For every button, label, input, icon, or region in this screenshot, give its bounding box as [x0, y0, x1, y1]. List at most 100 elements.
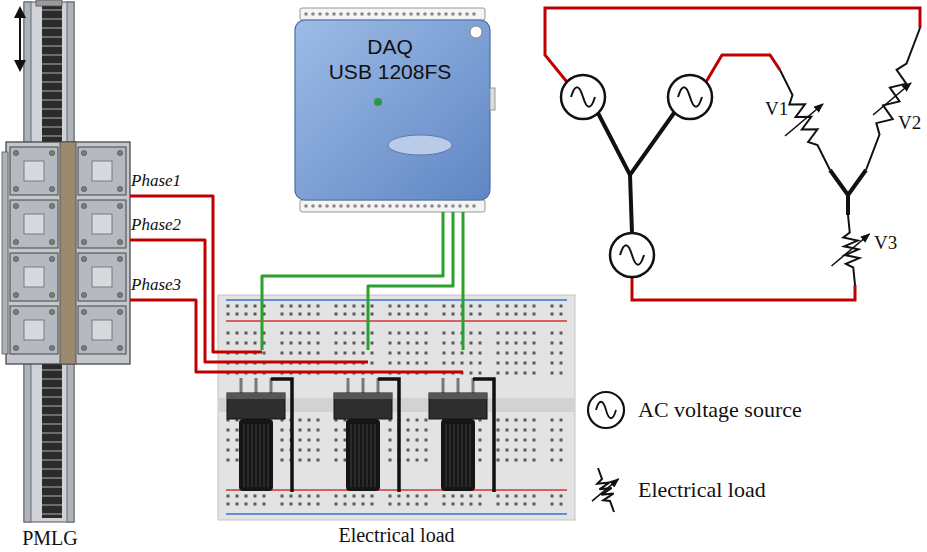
slider-modules: [13, 186, 18, 191]
terminal-pins: [367, 12, 371, 16]
breadboard-holes: [389, 332, 392, 335]
potentiometers: [429, 393, 487, 399]
legend-entry: AC voltage source: [602, 397, 802, 423]
breadboard-holes: [524, 495, 527, 498]
potentiometers: [362, 424, 363, 487]
breadboard-holes: [560, 342, 563, 345]
potentiometers: [374, 424, 375, 487]
breadboard-holes: [317, 332, 320, 335]
slider-modules: [49, 203, 54, 208]
breadboard-holes: [461, 503, 464, 506]
terminal-pins: [409, 204, 413, 208]
breadboard-holes: [560, 459, 563, 462]
daq-device: [295, 8, 495, 212]
slider-modules: [81, 309, 86, 314]
breadboard-holes: [407, 305, 410, 308]
breadboard-holes: [497, 352, 500, 355]
slider-modules: [49, 309, 54, 314]
breadboard-holes: [407, 449, 410, 452]
magnet-stripes: [42, 117, 62, 118]
breadboard-holes: [236, 313, 239, 316]
resistor-symbol: [866, 28, 920, 170]
magnet-stripes: [42, 414, 62, 415]
terminal-pins: [416, 12, 420, 16]
breadboard-holes: [470, 313, 473, 316]
circuit-schematic: [545, 8, 920, 300]
magnet-stripes: [42, 396, 62, 397]
potentiometers: [358, 424, 359, 487]
breadboard-holes: [236, 332, 239, 335]
breadboard-holes: [416, 503, 419, 506]
potentiometers: [366, 424, 367, 487]
magnet-stripes: [42, 369, 62, 370]
breadboard-holes: [281, 352, 284, 355]
breadboard-holes: [533, 495, 536, 498]
potentiometers: [441, 419, 475, 491]
breadboard-holes: [524, 352, 527, 355]
breadboard-holes: [416, 352, 419, 355]
device-box: Electrical load: [218, 295, 575, 547]
potentiometers: [473, 379, 494, 492]
breadboard-holes: [371, 305, 374, 308]
slider-modules: [81, 256, 86, 261]
potentiometers: [457, 424, 458, 487]
terminal-pins: [437, 12, 441, 16]
slider-modules: [117, 186, 122, 191]
breadboard-holes: [335, 352, 338, 355]
breadboard-holes: [227, 305, 563, 506]
terminal-pins: [381, 204, 385, 208]
breadboard-holes: [236, 503, 239, 506]
magnet-stripes: [42, 81, 62, 82]
breadboard-holes: [515, 313, 518, 316]
terminal-pins: [395, 204, 399, 208]
breadboard-holes: [263, 352, 266, 355]
phase-label: Phase2: [131, 215, 181, 235]
breadboard-holes: [335, 305, 338, 308]
breadboard-holes: [281, 313, 284, 316]
breadboard-holes: [506, 429, 509, 432]
terminal-pins: [437, 204, 441, 208]
terminal-pins: [458, 12, 462, 16]
breadboard-holes: [506, 503, 509, 506]
breadboard-holes: [560, 439, 563, 442]
terminal-pins: [423, 204, 427, 208]
breadboard-holes: [533, 459, 536, 462]
breadboard: [226, 513, 567, 515]
terminal-pins: [360, 204, 364, 208]
breadboard-holes: [281, 342, 284, 345]
breadboard-holes: [470, 305, 473, 308]
slider-modules: [81, 150, 86, 155]
breadboard-holes: [533, 362, 536, 365]
breadboard-holes: [398, 362, 401, 365]
breadboard-holes: [299, 352, 302, 355]
breadboard-holes: [281, 495, 284, 498]
breadboard: [218, 295, 575, 520]
breadboard-holes: [344, 495, 347, 498]
breadboard-holes: [425, 429, 428, 432]
breadboard-holes: [524, 459, 527, 462]
breadboard-holes: [515, 372, 518, 375]
breadboard-holes: [227, 342, 230, 345]
pmlg-illustration: [2, 0, 130, 522]
breadboard-holes: [290, 305, 293, 308]
breadboard-holes: [317, 419, 320, 422]
slider-modules: [10, 200, 58, 248]
phase-label: Phase3: [131, 275, 181, 295]
magnet-stripes: [42, 54, 62, 55]
potentiometers: [347, 378, 350, 393]
terminal-pins: [472, 204, 476, 208]
breadboard-holes: [416, 362, 419, 365]
breadboard-holes: [443, 305, 446, 308]
breadboard-holes: [524, 313, 527, 316]
terminal-pins: [472, 12, 476, 16]
breadboard-holes: [263, 503, 266, 506]
breadboard-holes: [461, 362, 464, 365]
breadboard-holes: [389, 352, 392, 355]
breadboard-holes: [254, 495, 257, 498]
wire-connector: [462, 212, 465, 295]
circuit-schematic: [706, 55, 780, 82]
breadboard-holes: [497, 503, 500, 506]
breadboard-holes: [515, 352, 518, 355]
magnet-stripes: [42, 99, 62, 100]
slider-modules: [49, 150, 54, 155]
